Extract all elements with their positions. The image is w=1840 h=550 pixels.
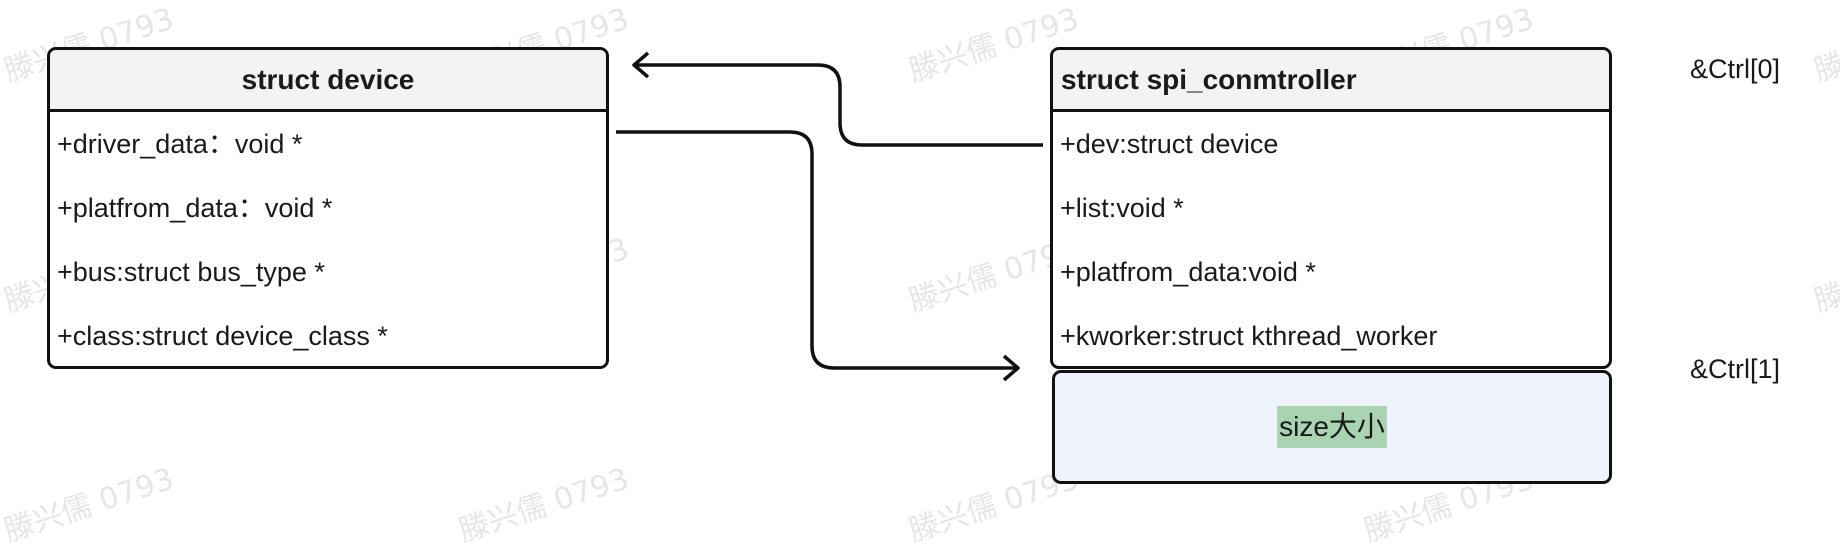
struct-spi-controller-title: struct spi_conmtroller xyxy=(1053,50,1609,112)
device-field-bus: +bus:struct bus_type * xyxy=(57,257,325,287)
arrow-device-to-ctrl1 xyxy=(616,130,1016,370)
spi-field-list: +list:void * xyxy=(1060,193,1184,223)
spi-field-kworker: +kworker:struct kthread_worker xyxy=(1060,321,1438,351)
struct-spi-controller-box[interactable]: struct spi_conmtroller +dev:struct devic… xyxy=(1050,47,1612,369)
ctrl-0-label: &Ctrl[0] xyxy=(1690,54,1781,84)
spi-field-dev: +dev:struct device xyxy=(1060,129,1279,159)
struct-device-title: struct device xyxy=(50,50,606,112)
size-label: size大小 xyxy=(1277,406,1387,448)
device-field-driver-data: +driver_data：void * xyxy=(57,129,303,159)
arrowhead-right xyxy=(1002,354,1020,382)
ctrl-1-label: &Ctrl[1] xyxy=(1690,354,1781,384)
arrowhead-left xyxy=(632,51,650,79)
connector-arrows xyxy=(616,51,1043,382)
spi-field-platfrom-data: +platfrom_data:void * xyxy=(1060,257,1316,287)
device-field-class: +class:struct device_class * xyxy=(57,321,388,351)
size-box[interactable]: size大小 xyxy=(1052,370,1612,484)
device-field-platfrom-data: +platfrom_data：void * xyxy=(57,193,333,223)
arrow-dev-to-device xyxy=(636,63,1043,147)
struct-device-box[interactable]: struct device +driver_data：void * +platf… xyxy=(47,47,609,369)
